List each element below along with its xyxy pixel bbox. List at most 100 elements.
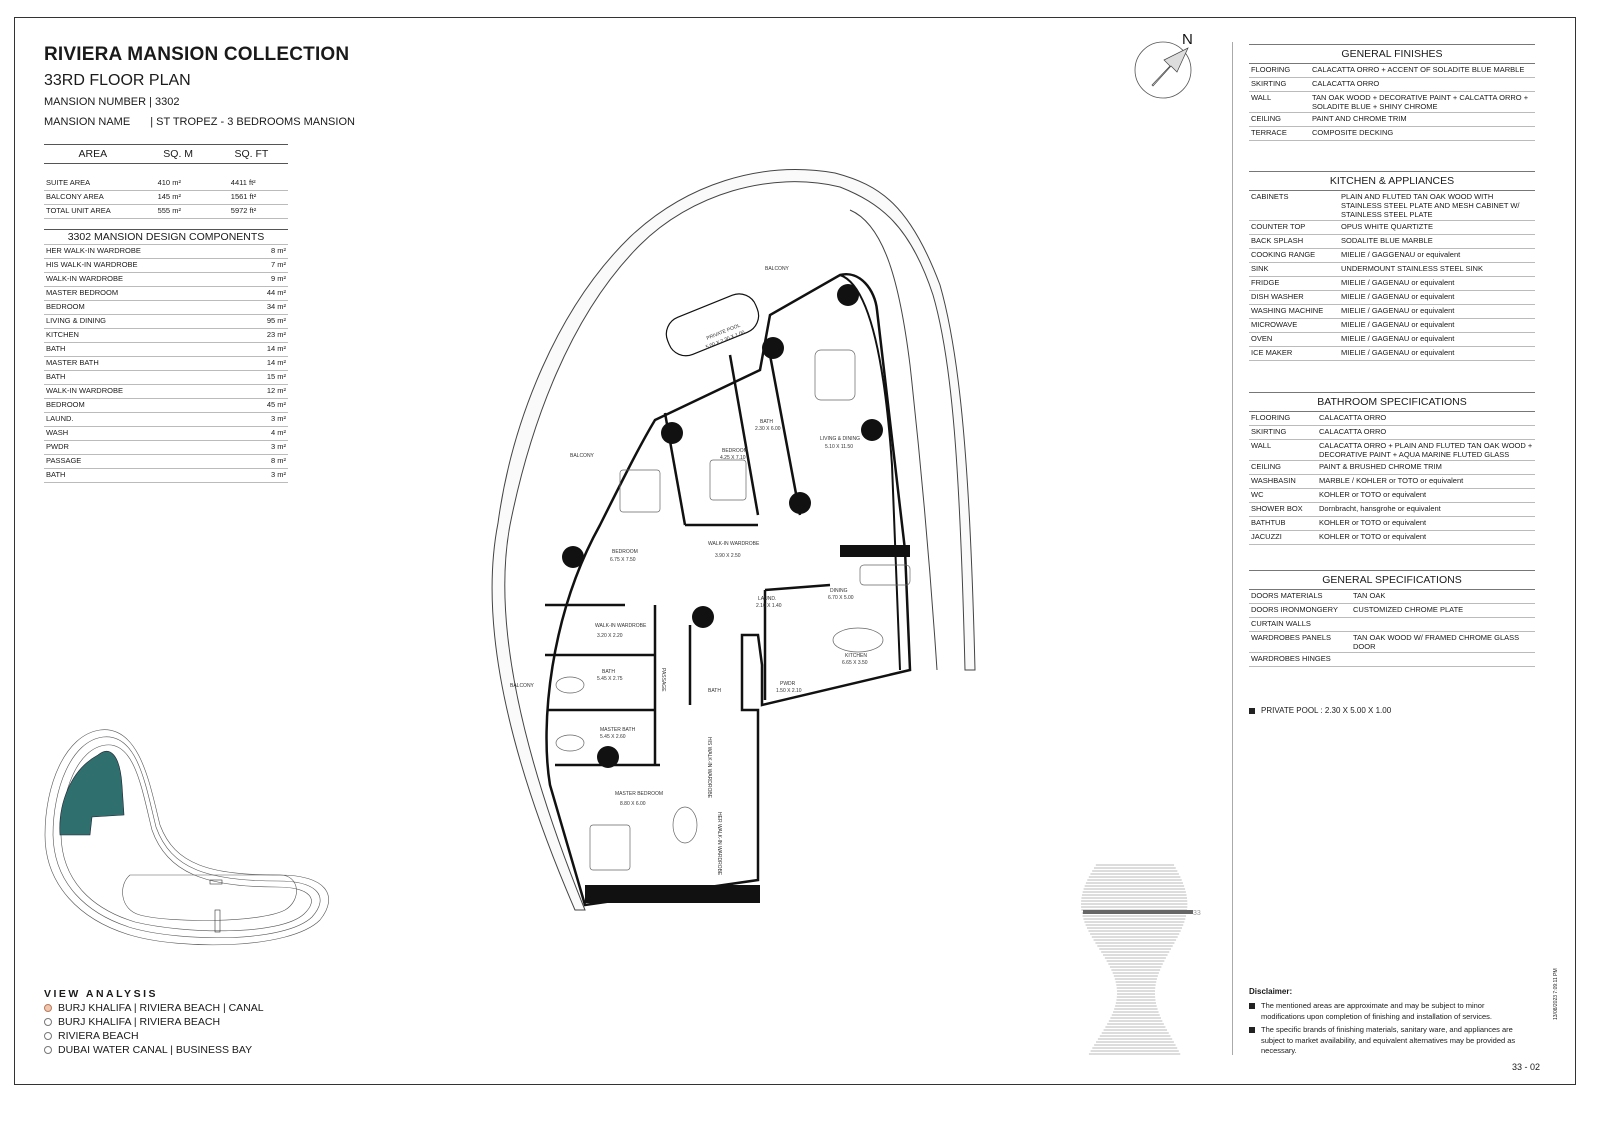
spec-label: BATH: [44, 342, 242, 357]
mansion-name-label: MANSION NAME: [44, 116, 131, 128]
spec-value: COMPOSITE DECKING: [1310, 126, 1535, 141]
view-option-label: BURJ KHALIFA | RIVIERA BEACH: [58, 1016, 221, 1028]
unit-highlight: [59, 750, 125, 836]
spec-label: SINK: [1249, 262, 1339, 277]
spec-value: PAINT AND CHROME TRIM: [1310, 112, 1535, 127]
spec-label: CABINETS: [1249, 191, 1339, 221]
spec-label: BEDROOM: [44, 398, 242, 413]
spec-value: 8 m²: [241, 244, 288, 259]
spec-label: ICE MAKER: [1249, 346, 1339, 361]
bedroom-1-dims: 6.75 X 7.50: [610, 557, 636, 563]
view-option-label: RIVIERA BEACH: [58, 1030, 139, 1042]
spec-label: BACK SPLASH: [1249, 234, 1339, 249]
view-option-label: DUBAI WATER CANAL | BUSINESS BAY: [58, 1044, 253, 1056]
area-sqft: 4411 ft²: [214, 177, 288, 191]
pwdr-dims: 1.50 X 2.10: [776, 688, 802, 694]
spec-label: BATH: [44, 468, 242, 483]
view-option: BURJ KHALIFA | RIVIERA BEACH | CANAL: [44, 1002, 264, 1014]
bath-2-label: BATH: [602, 669, 615, 675]
living-label: LIVING & DINING: [820, 436, 860, 442]
spec-label: JACUZZI: [1249, 530, 1317, 545]
spec-value: PLAIN AND FLUTED TAN OAK WOOD WITH STAIN…: [1339, 191, 1535, 221]
spec-value: 3 m²: [241, 468, 288, 483]
spec-label: WC: [1249, 488, 1317, 503]
spec-value: OPUS WHITE QUARTIZTE: [1339, 220, 1535, 235]
area-label: SUITE AREA: [44, 177, 142, 191]
spec-value: KOHLER or TOTO or equivalent: [1317, 488, 1535, 503]
balcony-outer: [491, 169, 976, 911]
spec-label: FRIDGE: [1249, 276, 1339, 291]
spec-label: DOORS IRONMONGERY: [1249, 603, 1351, 618]
spec-value: 8 m²: [241, 454, 288, 469]
spec-label: WASHING MACHINE: [1249, 304, 1339, 319]
area-label: BALCONY AREA: [44, 190, 142, 205]
view-option-label: BURJ KHALIFA | RIVIERA BEACH | CANAL: [58, 1002, 264, 1014]
spec-value: 14 m²: [241, 356, 288, 371]
pwdr-label: PWDR: [780, 681, 796, 687]
balcony-label-top: BALCONY: [765, 266, 790, 272]
spec-value: CUSTOMIZED CHROME PLATE: [1351, 603, 1535, 618]
spec-label: MASTER BEDROOM: [44, 286, 242, 301]
area-table: AREA SQ. M SQ. FT SUITE AREA 410 m² 4411…: [44, 144, 288, 219]
master-bedroom-dims: 8.80 X 6.00: [620, 801, 646, 807]
disclaimer-text: The mentioned areas are approximate and …: [1261, 1001, 1492, 1021]
kitchen-dims: 6.65 X 3.50: [842, 660, 868, 666]
spec-label: FLOORING: [1249, 412, 1317, 426]
key-plan: [44, 729, 329, 946]
master-bedroom-label: MASTER BEDROOM: [615, 791, 663, 797]
spec-label: WASH: [44, 426, 242, 441]
spec-label: FLOORING: [1249, 64, 1310, 78]
dining-dims: 6.70 X 5.00: [828, 595, 854, 601]
spec-value: 7 m²: [241, 258, 288, 273]
spec-label: DISH WASHER: [1249, 290, 1339, 305]
mansion-number: MANSION NUMBER | 3302: [44, 96, 180, 108]
north-label: N: [1182, 31, 1193, 48]
disclaimer-text: The specific brands of finishing materia…: [1261, 1025, 1516, 1055]
spec-label: PWDR: [44, 440, 242, 455]
spec-label: KITCHEN: [44, 328, 242, 343]
bathroom-title: BATHROOM SPECIFICATIONS: [1249, 392, 1535, 412]
balcony-label-left: BALCONY: [570, 453, 595, 459]
spec-label: COOKING RANGE: [1249, 248, 1339, 263]
spec-value: MIELIE / GAGENAU or equivalent: [1339, 318, 1535, 333]
disclaimer-title: Disclaimer:: [1249, 987, 1293, 996]
spec-value: 3 m²: [241, 412, 288, 427]
sqft-header: SQ. FT: [214, 144, 288, 164]
tower-elevation: 33: [1081, 864, 1201, 1055]
sqm-header: SQ. M: [141, 144, 215, 164]
area-label: TOTAL UNIT AREA: [44, 204, 142, 219]
master-wall-block: [585, 885, 760, 903]
collection-title: RIVIERA MANSION COLLECTION: [44, 44, 350, 65]
master-bath-label: MASTER BATH: [600, 727, 636, 733]
spec-value: UNDERMOUNT STAINLESS STEEL SINK: [1339, 262, 1535, 277]
private-pool: [665, 293, 760, 357]
spec-label: BATH: [44, 370, 242, 385]
spec-value: CALACATTA ORRO: [1310, 77, 1535, 92]
spec-label: WALK-IN WARDROBE: [44, 384, 242, 399]
view-option: BURJ KHALIFA | RIVIERA BEACH: [44, 1016, 264, 1028]
spec-value: 44 m²: [241, 286, 288, 301]
bath-1-dims: 2.30 X 6.00: [755, 426, 781, 432]
walkin-2-label: WALK-IN WARDROBE: [595, 623, 647, 629]
spec-value: 15 m²: [241, 370, 288, 385]
